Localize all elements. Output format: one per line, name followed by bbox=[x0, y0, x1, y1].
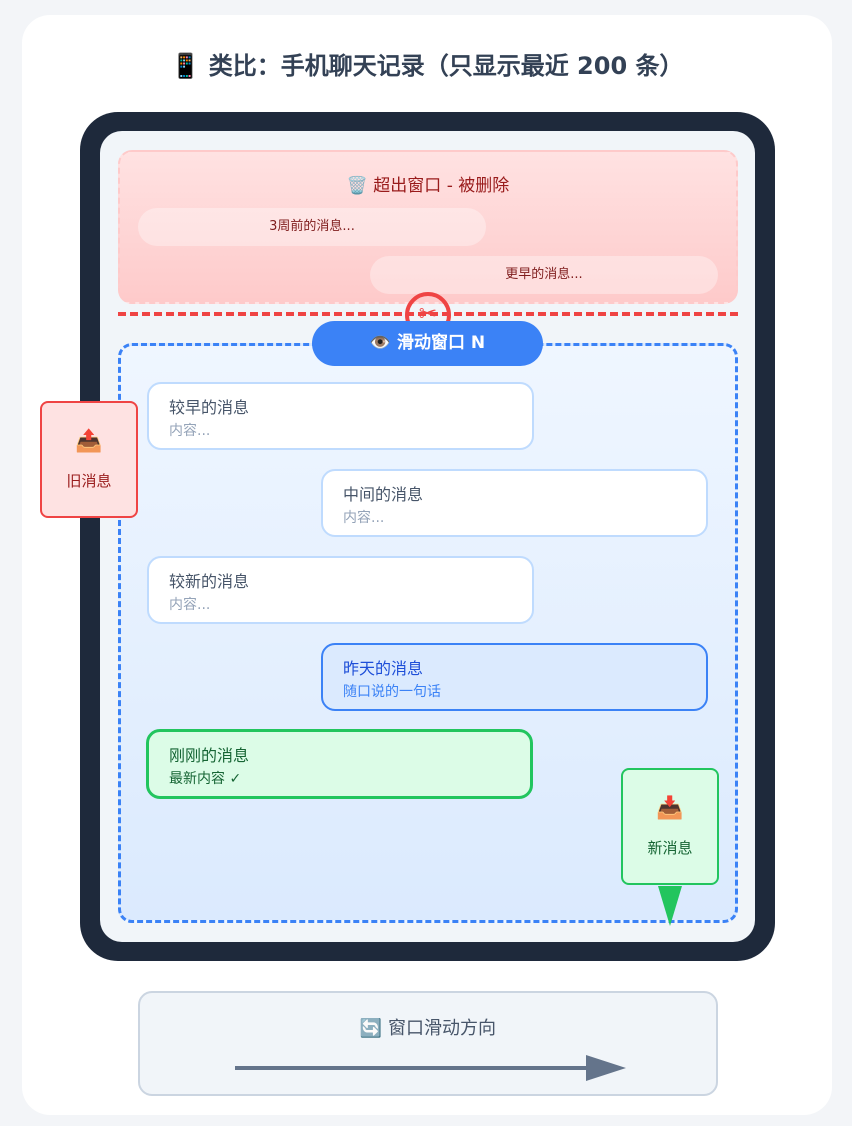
evicted-zone-title: 🗑️ 超出窗口 - 被删除 bbox=[346, 176, 510, 196]
message-title: 昨天的消息 bbox=[343, 659, 424, 678]
message-body: 内容... bbox=[343, 510, 385, 526]
message-title: 刚刚的消息 bbox=[169, 746, 250, 765]
message-title: 较新的消息 bbox=[169, 572, 250, 591]
diagram-title: 📱 类比：手机聊天记录（只显示最近 200 条） bbox=[170, 52, 684, 80]
right-arrow-icon bbox=[235, 1055, 626, 1081]
old-message-box: 📤 旧消息 bbox=[40, 401, 138, 518]
message-body: 内容... bbox=[169, 423, 211, 439]
inbox-icon: 📥 bbox=[656, 796, 684, 821]
direction-panel bbox=[138, 991, 718, 1096]
message-bubble: 较早的消息 内容... bbox=[147, 382, 534, 450]
message-title: 较早的消息 bbox=[169, 398, 250, 417]
sliding-window-label: 👁️ 滑动窗口 N bbox=[312, 321, 543, 366]
evicted-message: 更早的消息... bbox=[370, 256, 718, 294]
message-bubble-highlighted: 昨天的消息 随口说的一句话 bbox=[321, 643, 708, 711]
new-message-label: 新消息 bbox=[647, 839, 693, 857]
message-bubble-latest: 刚刚的消息 最新内容 ✓ bbox=[146, 729, 533, 799]
direction-label: 🔄 窗口滑动方向 bbox=[359, 1018, 497, 1039]
message-bubble: 较新的消息 内容... bbox=[147, 556, 534, 624]
message-body: 最新内容 ✓ bbox=[169, 771, 242, 787]
message-title: 中间的消息 bbox=[343, 485, 424, 504]
message-bubble: 中间的消息 内容... bbox=[321, 469, 708, 537]
evicted-message: 3周前的消息... bbox=[138, 208, 486, 246]
message-body: 内容... bbox=[169, 597, 211, 613]
outbox-icon: 📤 bbox=[75, 429, 103, 454]
down-arrow-icon bbox=[658, 886, 682, 926]
new-message-box: 📥 新消息 bbox=[621, 768, 719, 885]
old-message-label: 旧消息 bbox=[66, 472, 112, 490]
message-body: 随口说的一句话 bbox=[343, 684, 441, 700]
